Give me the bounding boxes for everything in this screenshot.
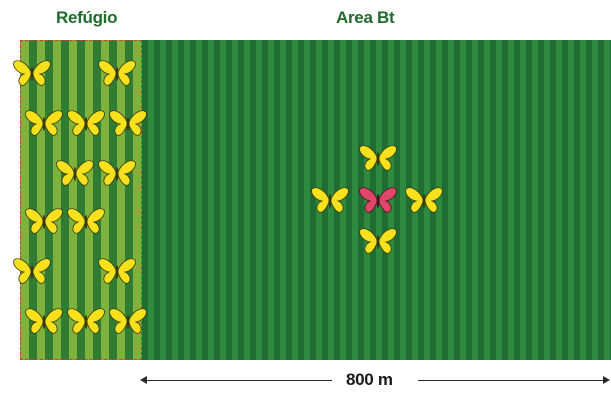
butterfly-icon	[108, 108, 148, 138]
pink-butterfly-icon	[358, 185, 398, 215]
distance-arrow-right	[418, 380, 606, 381]
bt-area-label: Area Bt	[336, 8, 394, 28]
butterfly-icon	[97, 58, 137, 88]
butterfly-icon	[12, 58, 52, 88]
butterfly-icon	[358, 143, 398, 173]
butterfly-icon	[310, 185, 350, 215]
butterfly-icon	[97, 256, 137, 286]
butterfly-icon	[66, 306, 106, 336]
butterfly-icon	[66, 206, 106, 236]
butterfly-icon	[358, 226, 398, 256]
distance-label: 800 m	[346, 370, 393, 390]
refuge-label: Refúgio	[56, 8, 117, 28]
butterfly-icon	[24, 206, 64, 236]
butterfly-icon	[12, 256, 52, 286]
butterfly-icon	[404, 185, 444, 215]
arrow-right-head	[603, 376, 610, 384]
distance-arrow-left	[146, 380, 332, 381]
butterfly-icon	[24, 306, 64, 336]
butterfly-icon	[55, 158, 95, 188]
butterfly-icon	[24, 108, 64, 138]
butterfly-icon	[108, 306, 148, 336]
butterfly-icon	[66, 108, 106, 138]
butterfly-icon	[97, 158, 137, 188]
